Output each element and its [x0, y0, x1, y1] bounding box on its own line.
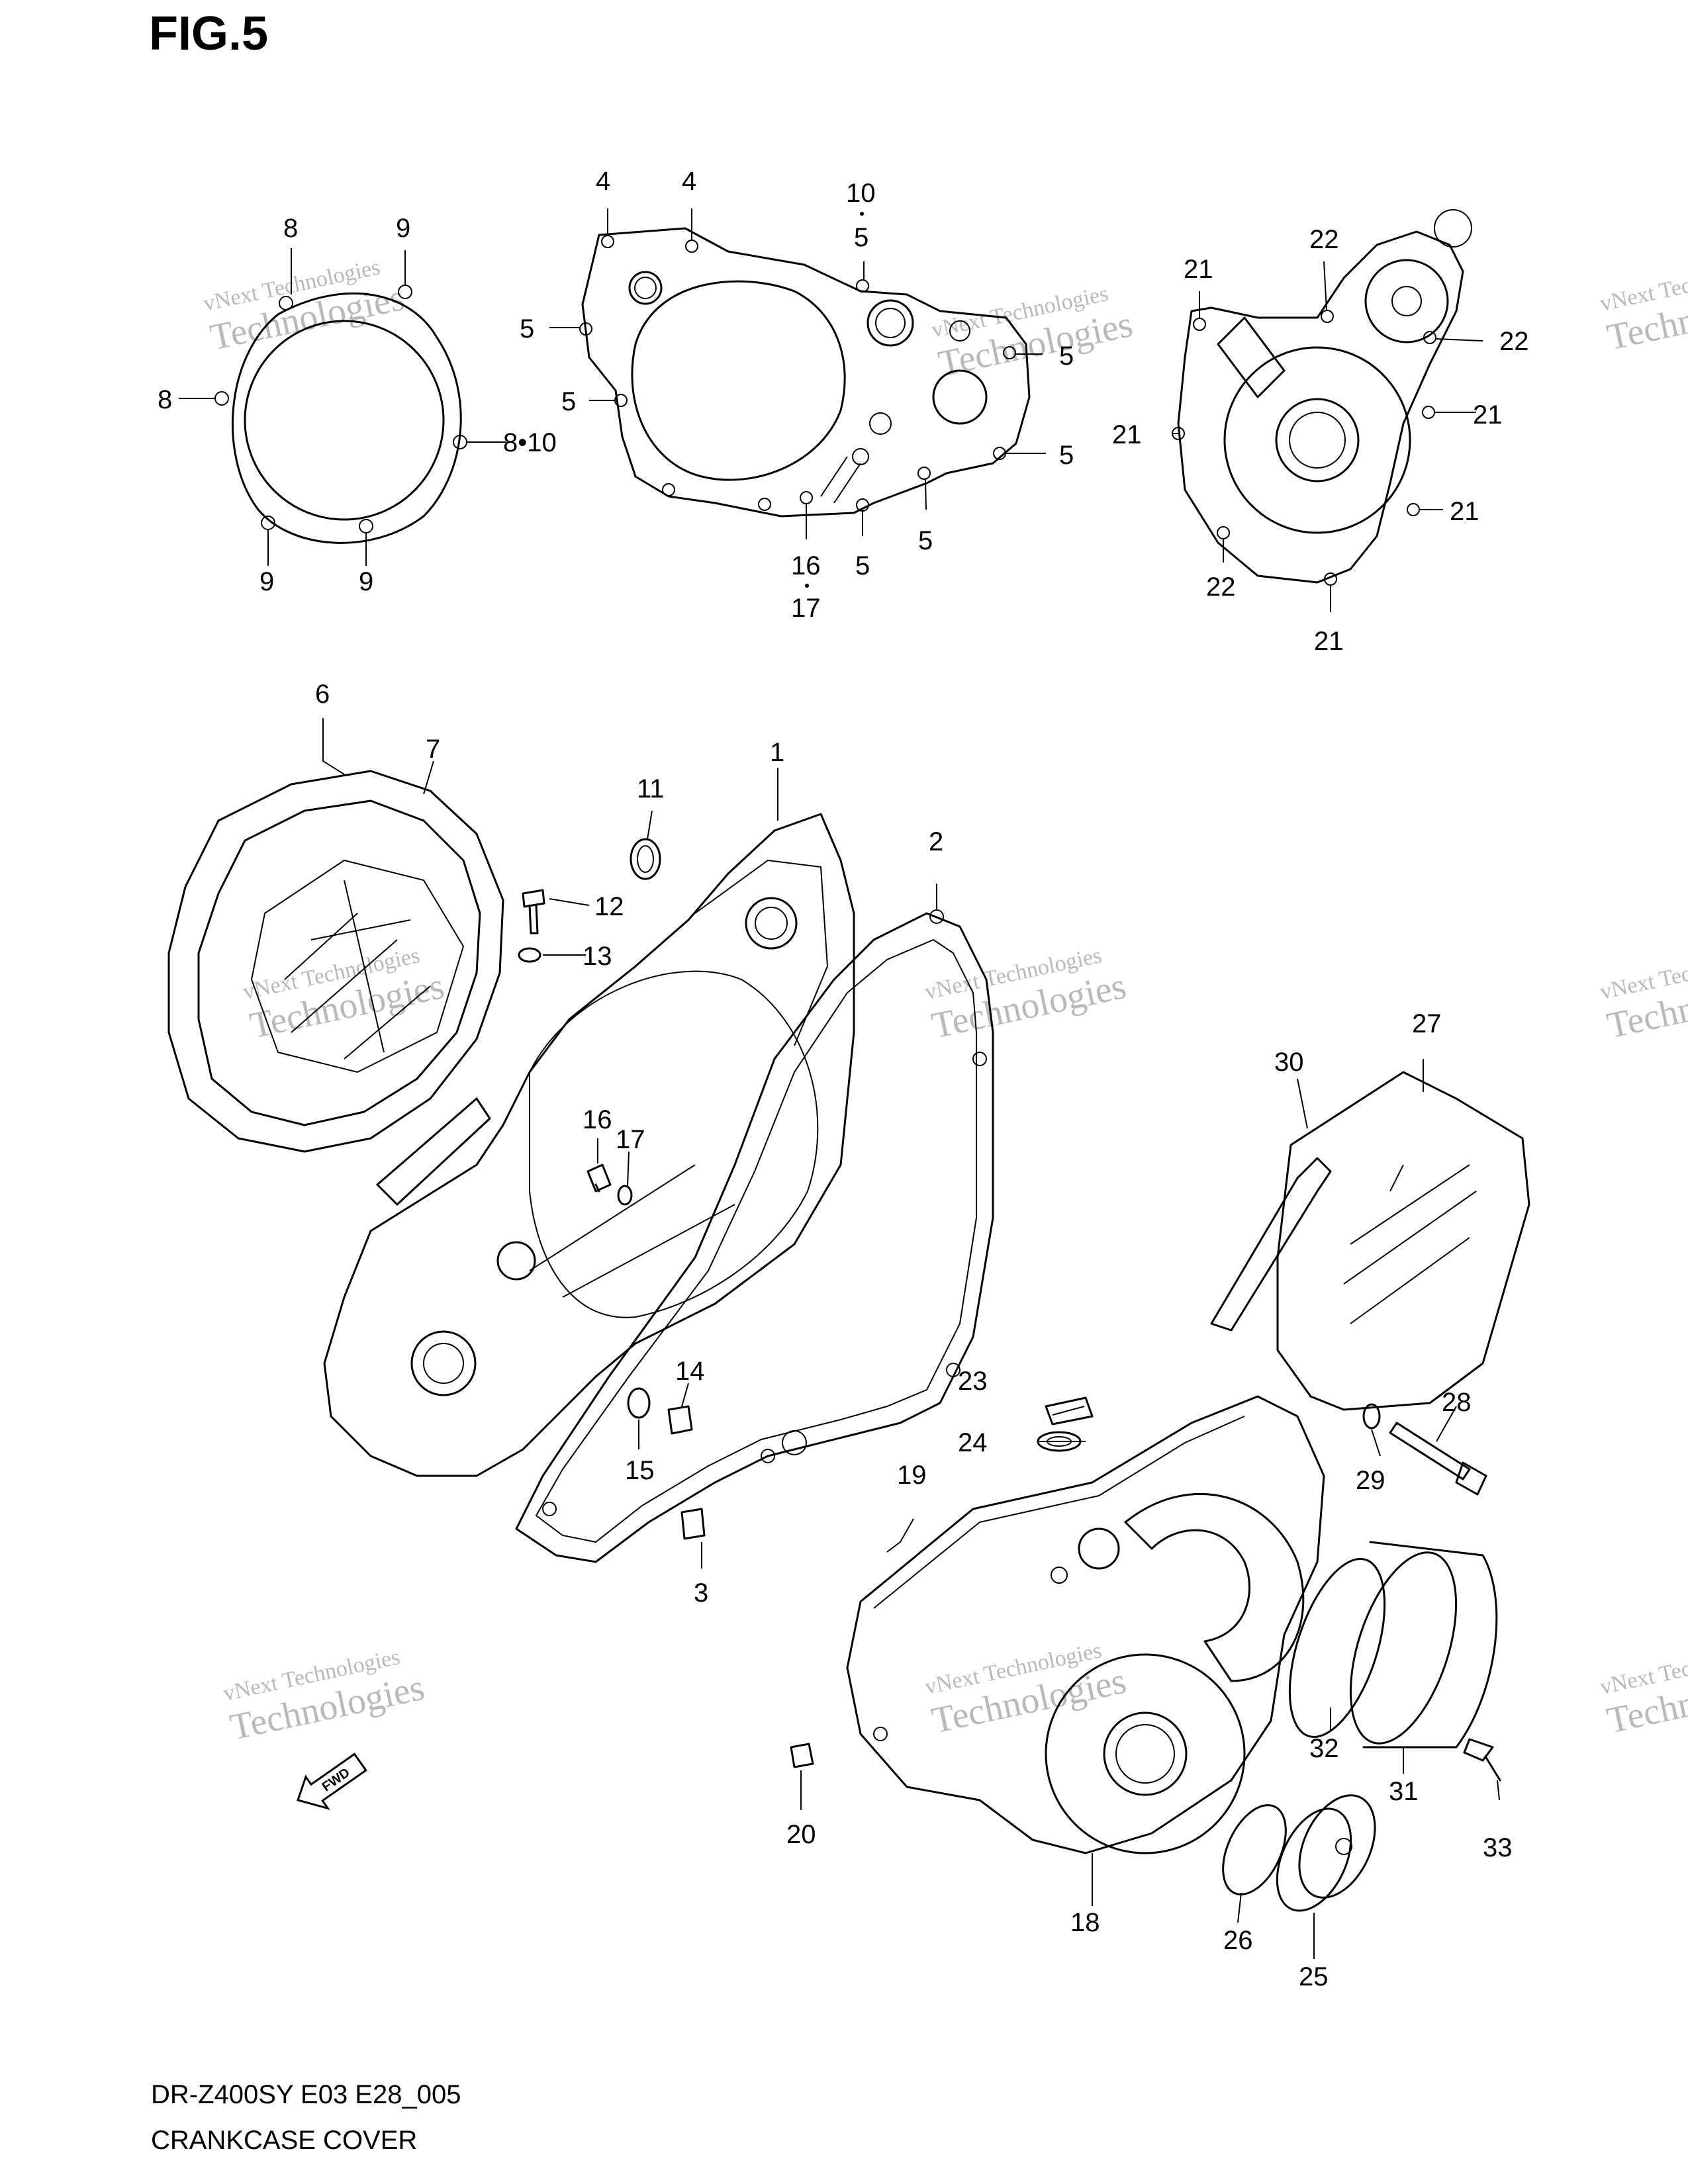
callout-21: 21	[1112, 420, 1142, 449]
callout-15: 15	[625, 1456, 655, 1485]
callout-21: 21	[1184, 255, 1213, 284]
clutch-cover-gasket	[214, 285, 467, 544]
leader-lines	[179, 208, 1500, 1959]
crankcase-cover-part	[323, 813, 855, 1477]
callout-8: 8	[283, 214, 298, 243]
callout-23: 23	[958, 1367, 988, 1396]
callout-30: 30	[1274, 1048, 1304, 1077]
callout-5: 5	[854, 223, 868, 252]
figure-title: FIG.5	[149, 7, 269, 60]
crankcase-cover-gasket-view	[579, 227, 1031, 518]
generator-cover-part	[846, 1395, 1325, 1854]
section-caption: CRANKCASE COVER	[151, 2126, 418, 2155]
callout-3: 3	[694, 1578, 708, 1608]
small-fasteners-left	[518, 838, 706, 1540]
clutch-cover-part	[167, 770, 504, 1153]
callout-22: 22	[1499, 327, 1529, 356]
callout-8-10: 8•10	[503, 428, 557, 457]
callout-17: 17	[791, 594, 821, 623]
callout-11: 11	[637, 774, 665, 803]
callout-10: 10	[846, 179, 876, 208]
callout-4: 4	[596, 167, 610, 196]
callout-5: 5	[1059, 341, 1074, 371]
callout-5: 5	[855, 551, 870, 580]
forward-arrow-icon: FWD	[297, 1752, 367, 1810]
callout-21: 21	[1314, 627, 1344, 656]
callout-18: 18	[1070, 1908, 1100, 1937]
watermark-group: vNext Technologies Technologies vNext Te…	[201, 255, 1688, 1748]
callout-27: 27	[1412, 1009, 1442, 1038]
callout-32: 32	[1309, 1734, 1339, 1763]
callout-31: 31	[1389, 1777, 1419, 1806]
callout-16: 16	[791, 551, 821, 580]
callout-26: 26	[1223, 1926, 1253, 1955]
callout-22: 22	[1206, 572, 1236, 602]
callout-9: 9	[359, 567, 373, 596]
callout-7: 7	[426, 735, 440, 764]
callout-5: 5	[1059, 441, 1074, 470]
callout-24: 24	[958, 1428, 988, 1457]
callout-19: 19	[897, 1461, 927, 1490]
model-caption: DR-Z400SY E03 E28_005	[151, 2080, 461, 2109]
callout-13: 13	[583, 942, 612, 971]
callout-14: 14	[675, 1357, 705, 1386]
crankcase-cover-gasket-part	[515, 909, 994, 1563]
callout-17: 17	[616, 1125, 645, 1154]
callout-1: 1	[770, 738, 784, 767]
sprocket-cover-part	[1210, 1071, 1530, 1411]
callout-labels: 8 9 8 8•10 9 9 4 4 10 5 5 5 5 5 5 5 16 1…	[158, 167, 1529, 1991]
callout-2: 2	[929, 827, 943, 856]
callout-4: 4	[682, 167, 696, 196]
callout-21: 21	[1473, 400, 1503, 430]
callout-12: 12	[594, 892, 624, 921]
callout-33: 33	[1483, 1833, 1513, 1862]
callout-16: 16	[583, 1105, 612, 1134]
generator-small-parts	[790, 1396, 1501, 1912]
callout-20: 20	[786, 1820, 816, 1849]
callout-5: 5	[561, 387, 576, 416]
callout-5: 5	[918, 526, 933, 555]
callout-22: 22	[1309, 225, 1339, 254]
callout-6: 6	[315, 680, 330, 709]
callout-9: 9	[259, 567, 274, 596]
callout-21: 21	[1450, 497, 1479, 526]
callout-8: 8	[158, 385, 172, 414]
magneto-cover-gasket-view	[1172, 209, 1472, 586]
dot-separators	[805, 212, 864, 588]
callout-9: 9	[396, 214, 410, 243]
callout-5: 5	[520, 314, 534, 343]
callout-29: 29	[1356, 1466, 1385, 1495]
callout-28: 28	[1442, 1388, 1472, 1417]
callout-25: 25	[1299, 1962, 1329, 1991]
